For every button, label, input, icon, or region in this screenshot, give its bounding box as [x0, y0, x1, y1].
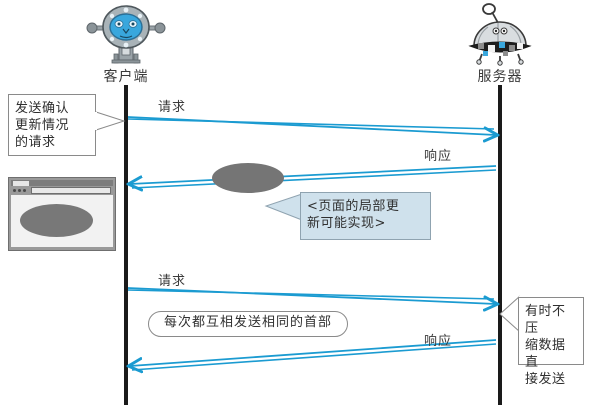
robot-icon: [86, 2, 166, 64]
callout-line: 更新情况: [15, 118, 70, 133]
callout-line: 发送确认: [15, 101, 70, 116]
callout-line: <页面的局部更: [307, 199, 400, 214]
browser-page-content: [11, 195, 113, 247]
callout-line: 新可能实现>: [307, 216, 386, 231]
arrow-request-1: [127, 116, 496, 135]
callout-tail-right: [95, 111, 126, 131]
browser-reload-icon[interactable]: [23, 189, 26, 192]
browser-window-mock: [8, 177, 116, 251]
callout-line: 有时不压: [525, 304, 566, 336]
message-label-request-2: 请求: [158, 274, 187, 289]
message-label-request-1: 请求: [158, 100, 187, 115]
callout-line: 接发送: [525, 372, 566, 387]
arrow-response-1: [130, 165, 497, 188]
callout-uncompressed-data: 有时不压 缩数据直 接发送: [518, 297, 584, 387]
message-label-response-1: 响应: [424, 149, 453, 164]
response-payload-blob: [212, 163, 284, 193]
lifeline-server: [498, 85, 502, 405]
callout-send-update-request: 发送确认 更新情况 的请求: [8, 94, 96, 156]
actor-label-server: 服务器: [477, 69, 523, 85]
browser-tab[interactable]: [13, 181, 29, 186]
callout-partial-page-update: <页面的局部更 新可能实现>: [300, 192, 431, 240]
callout-line: 的请求: [15, 135, 56, 150]
browser-back-icon[interactable]: [13, 189, 16, 192]
actor-label-client: 客户端: [103, 69, 149, 85]
browser-address-bar[interactable]: [31, 187, 111, 194]
browser-toolbar: [11, 186, 113, 195]
page-oval: [20, 204, 93, 237]
browser-titlebar: [11, 180, 113, 186]
callout-tail-blue: [264, 193, 303, 221]
callout-line: 缩数据直: [525, 338, 566, 370]
message-label-response-2: 响应: [424, 334, 453, 349]
arrow-request-2: [127, 287, 496, 304]
browser-forward-icon[interactable]: [18, 189, 21, 192]
arrow-response-2: [130, 339, 497, 370]
ufo-server-icon: [458, 2, 542, 66]
note-same-headers: 每次都互相发送相同的首部: [148, 311, 348, 337]
lifeline-client: [124, 85, 128, 405]
